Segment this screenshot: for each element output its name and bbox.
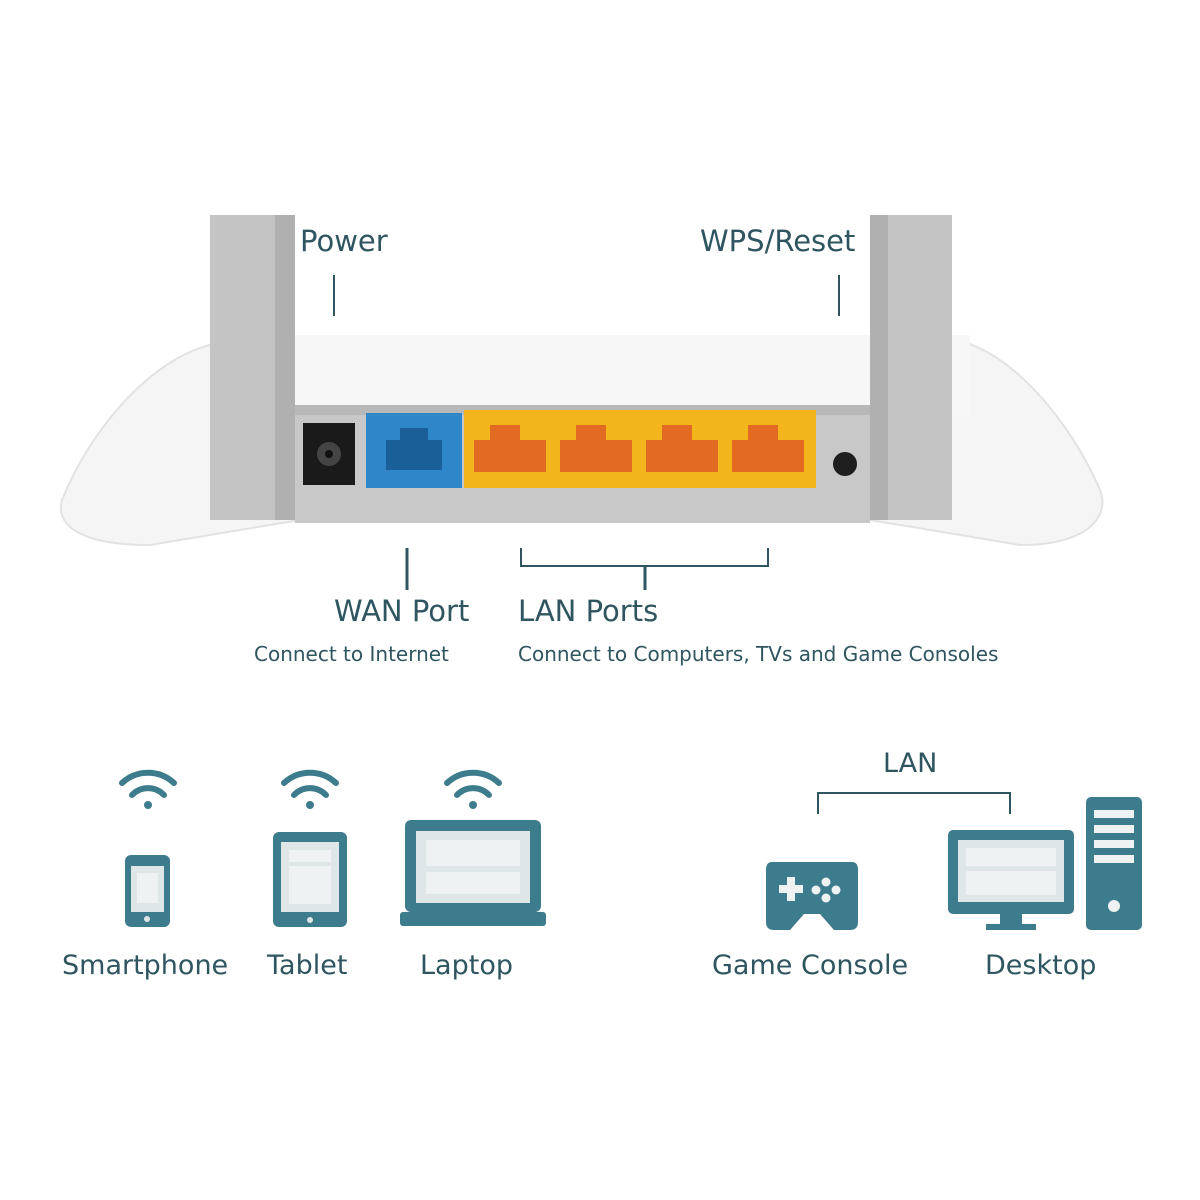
lan-bracket	[520, 548, 769, 590]
router	[59, 215, 1104, 547]
wan-port-description: Connect to Internet	[254, 642, 449, 666]
wifi-icon	[119, 769, 177, 809]
wps-reset-button	[833, 452, 857, 476]
antenna-left-shade	[275, 215, 295, 520]
lan-ports-description: Connect to Computers, TVs and Game Conso…	[518, 642, 999, 666]
lan-port-2	[560, 425, 632, 472]
wifi-icon	[281, 769, 339, 809]
power-label: Power	[300, 224, 388, 258]
lan-port-4	[732, 425, 804, 472]
wifi-icon	[444, 769, 502, 809]
tablet-icon	[273, 832, 347, 927]
router-top-shell	[210, 335, 970, 415]
laptop-label: Laptop	[420, 950, 513, 981]
smartphone-label: Smartphone	[62, 950, 229, 981]
power-jack-pin	[325, 450, 333, 458]
desktop-label: Desktop	[985, 950, 1097, 981]
tablet-label: Tablet	[267, 950, 348, 981]
lan-wired-bracket	[817, 792, 1011, 814]
antenna-right-shade	[870, 215, 888, 520]
smartphone-icon	[125, 855, 170, 927]
lan-sockets	[474, 425, 804, 472]
wan-port-socket	[386, 428, 442, 470]
desktop-icon	[948, 797, 1142, 930]
wan-port-label: WAN Port	[334, 594, 470, 628]
lan-port-3	[646, 425, 718, 472]
lan-ports-label: LAN Ports	[518, 594, 659, 628]
wps-reset-label: WPS/Reset	[700, 224, 856, 258]
lan-port-1	[474, 425, 546, 472]
game-console-label: Game Console	[712, 950, 909, 981]
lan-label: LAN	[883, 748, 938, 779]
game-console-icon	[766, 862, 858, 930]
laptop-icon	[400, 820, 546, 926]
